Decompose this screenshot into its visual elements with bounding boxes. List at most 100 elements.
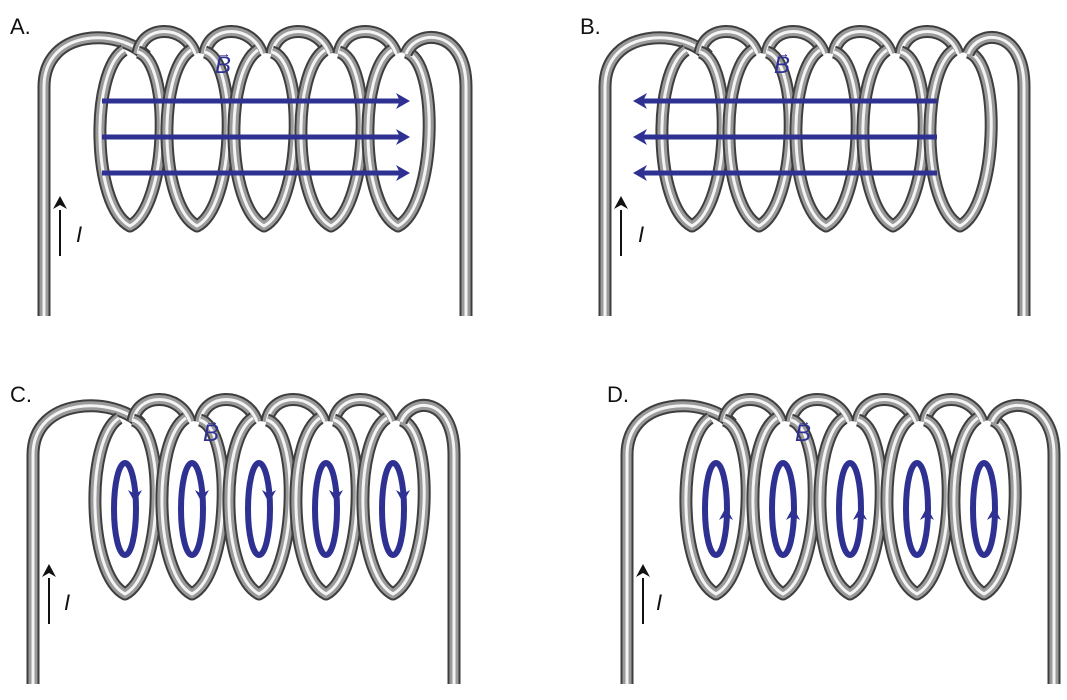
field-arrowhead: [786, 507, 800, 520]
left-lead-wire: [37, 31, 151, 316]
coil-back-arch: [332, 25, 403, 57]
coil-turn: [722, 44, 797, 233]
solenoid-figure-d: [620, 393, 1061, 684]
coil-turn: [789, 44, 864, 233]
right-lead-wire: [985, 398, 1061, 684]
field-loop: [903, 460, 934, 558]
left-lead-wire: [26, 399, 146, 684]
panel-a: A. → B I: [0, 0, 520, 340]
field-vector-mark: →: [217, 45, 231, 61]
field-loop: [836, 460, 867, 558]
coil-turn: [222, 412, 297, 601]
current-arrowhead: [42, 564, 56, 577]
panel-label-a: A.: [10, 14, 31, 39]
panel-label-d: D.: [607, 382, 629, 407]
coil-back-arch: [894, 25, 965, 57]
coil-turn: [679, 412, 754, 601]
solenoid-wire: [620, 393, 1061, 684]
field-vector-mark: →: [776, 45, 790, 61]
field-arrowhead: [633, 93, 647, 109]
panel-label-b: B.: [580, 14, 601, 39]
panel-c: C. → B I: [0, 360, 520, 700]
field-arrowhead: [719, 507, 733, 520]
current-arrowhead: [614, 196, 628, 209]
field-arrowhead: [195, 490, 209, 503]
solenoid-wire: [37, 25, 473, 316]
coil-turn: [294, 44, 369, 233]
coil-back-arch: [327, 393, 398, 425]
field-arrowhead: [329, 490, 343, 503]
field-loop: [111, 460, 142, 558]
coil-back-arch: [126, 393, 197, 425]
field-arrowhead: [262, 490, 276, 503]
coil-back-arch: [760, 25, 831, 57]
field-vector-mark: →: [797, 413, 811, 429]
right-lead-wire: [394, 398, 461, 684]
current-arrowhead: [636, 564, 650, 577]
current-label: I: [638, 222, 645, 247]
coil-back-arch: [198, 25, 269, 57]
coil-back-arch: [693, 25, 764, 57]
field-loop: [970, 460, 1001, 558]
coil-back-arch: [827, 25, 898, 57]
field-loop: [379, 460, 410, 558]
field-loop: [178, 460, 209, 558]
coil-back-arch: [265, 25, 336, 57]
coil-turn: [923, 44, 998, 233]
solenoid-figure-c: [26, 393, 461, 684]
solenoid-figure-a: [37, 25, 473, 316]
field-vector-mark: →: [205, 413, 219, 429]
field-arrowhead: [633, 129, 647, 145]
coil-turn: [88, 412, 163, 601]
right-lead-wire: [961, 30, 1031, 316]
field-arrowhead: [396, 93, 410, 109]
coil-turn: [361, 44, 436, 233]
coil-back-arch: [131, 25, 202, 57]
panel-label-c: C.: [10, 382, 32, 407]
coil-turn: [155, 412, 230, 601]
field-arrowhead: [128, 490, 142, 503]
field-arrowhead: [987, 507, 1001, 520]
coil-turn: [289, 412, 364, 601]
coil-turn: [227, 44, 302, 233]
field-loop: [245, 460, 276, 558]
panel-b: B. → B I: [563, 0, 1067, 340]
current-arrowhead: [53, 196, 67, 209]
field-label: B: [215, 52, 232, 79]
field-arrowhead: [920, 507, 934, 520]
coil-turn: [356, 412, 431, 601]
field-label: B: [774, 52, 791, 79]
current-label: I: [76, 222, 83, 247]
field-loop: [769, 460, 800, 558]
field-arrowhead: [396, 165, 410, 181]
coil-turn: [160, 44, 235, 233]
current-label: I: [656, 590, 663, 615]
field-label: B: [795, 420, 812, 447]
current-label: I: [64, 590, 71, 615]
coil-turn: [746, 412, 821, 601]
field-arrowhead: [396, 129, 410, 145]
coil-turn: [93, 44, 168, 233]
solenoid-wire: [26, 393, 461, 684]
coil-turn: [880, 412, 955, 601]
solenoid-figure-b: [598, 25, 1031, 316]
solenoid-wire: [598, 25, 1031, 316]
panel-d: D. → B I: [590, 360, 1067, 700]
coil-turn: [813, 412, 888, 601]
coil-back-arch: [717, 393, 788, 425]
left-lead-wire: [620, 399, 737, 684]
coil-turn: [655, 44, 730, 233]
coil-back-arch: [193, 393, 264, 425]
field-label: B: [203, 420, 220, 447]
field-arrowhead: [396, 490, 410, 503]
coil-back-arch: [260, 393, 331, 425]
coil-back-arch: [784, 393, 855, 425]
field-loop: [312, 460, 343, 558]
coil-turn: [856, 44, 931, 233]
coil-back-arch: [918, 393, 989, 425]
left-lead-wire: [598, 31, 713, 316]
field-arrowhead: [853, 507, 867, 520]
coil-turn: [947, 412, 1022, 601]
field-arrowhead: [633, 165, 647, 181]
right-lead-wire: [399, 30, 473, 316]
